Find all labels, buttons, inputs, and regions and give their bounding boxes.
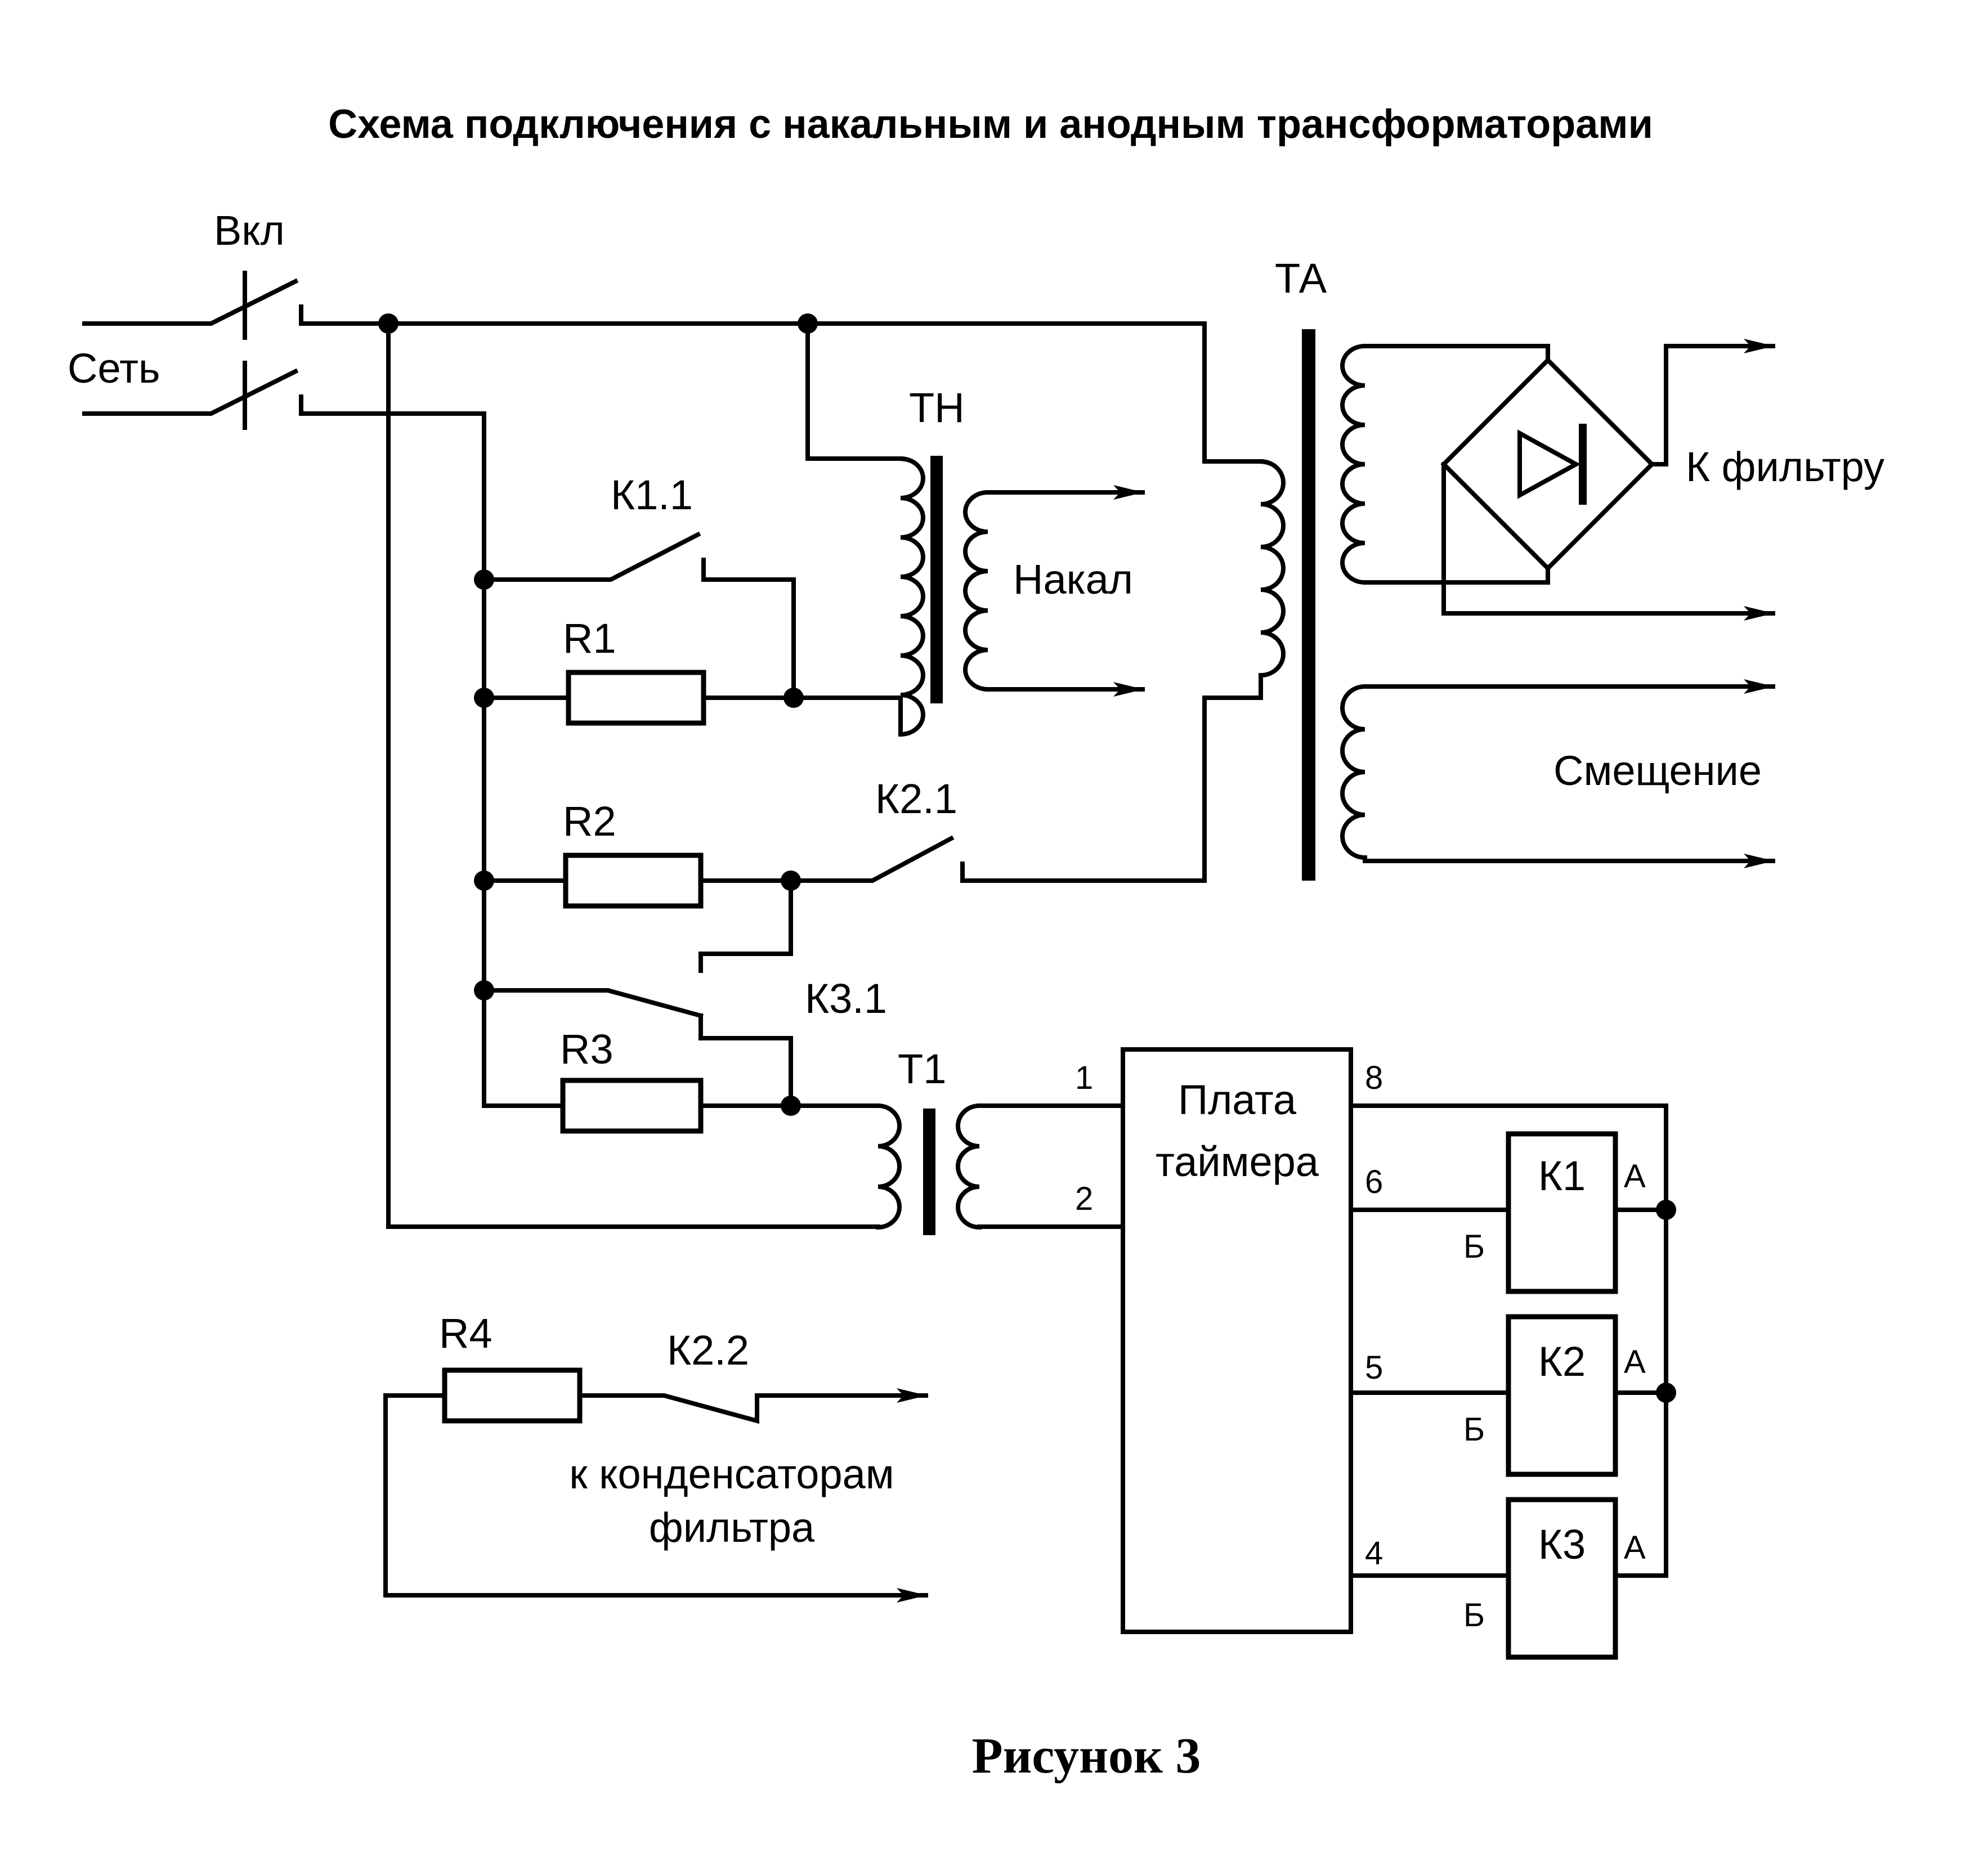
- filament-label: Накал: [1013, 556, 1133, 603]
- ta-feed-wire: [1202, 321, 1263, 464]
- th-label: ТН: [909, 384, 965, 431]
- k3-1-upper-wire: [699, 878, 793, 973]
- th-secondary-coil: [963, 490, 991, 692]
- relay-k2-a-label: А: [1624, 1344, 1646, 1380]
- t1-primary-coil: [875, 1103, 902, 1230]
- ta-hv-top-wire: [1363, 344, 1550, 362]
- relay-k1: [1506, 1131, 1618, 1294]
- ta-hv-bottom-wire: [1363, 566, 1550, 585]
- timer-pin-1: 1: [1075, 1060, 1093, 1096]
- to-capacitors-label-1: к конденсаторам: [569, 1451, 894, 1497]
- resistor-rail: [482, 690, 565, 1108]
- k1-1-contact: [482, 531, 701, 582]
- k2-2-label: К2.2: [667, 1327, 749, 1374]
- r3-label: R3: [560, 1026, 614, 1073]
- k2-1-label: К2.1: [875, 775, 957, 822]
- timer-pin-6: 6: [1365, 1164, 1383, 1200]
- junction-dot: [474, 569, 494, 590]
- junction-dot: [474, 688, 494, 708]
- diode-bridge: [1440, 339, 1775, 621]
- junction-dot: [1656, 1383, 1676, 1403]
- ta-core: [1302, 329, 1315, 881]
- junction-dot: [781, 1096, 801, 1116]
- ta-hv-coil: [1340, 343, 1368, 585]
- resistor-r3: [560, 1078, 704, 1134]
- k2-2-contact: [577, 1388, 928, 1424]
- k2-1-contact: [699, 835, 955, 883]
- r4-label: R4: [439, 1310, 492, 1357]
- discharge-return-wire: [383, 1393, 928, 1603]
- junction-dot: [798, 313, 818, 334]
- relay-common-wire: [1349, 1103, 1668, 1578]
- relay-k1-label: К1: [1538, 1152, 1586, 1199]
- relay-k2-b-label: Б: [1463, 1411, 1485, 1448]
- relay-k1-a-label: А: [1624, 1158, 1646, 1195]
- resistor-r2: [563, 853, 704, 909]
- ta-bias-coil: [1340, 684, 1368, 860]
- ta-primary-coil: [960, 459, 1286, 883]
- relay-k3: [1506, 1497, 1618, 1660]
- diagram-title: Схема подключения с накальным и анодным …: [328, 102, 1653, 147]
- junction-dots: [378, 313, 1676, 1403]
- th-primary-coil: [898, 456, 925, 737]
- junction-dot: [474, 871, 494, 891]
- relay-k3-a-label: А: [1624, 1529, 1646, 1566]
- junction-dot: [781, 871, 801, 891]
- timer-pin-4: 4: [1365, 1535, 1383, 1572]
- timer-board: [1121, 1047, 1353, 1634]
- timer-board-title-1: Плата: [1178, 1076, 1297, 1123]
- relay-k3-b-label: Б: [1463, 1597, 1485, 1634]
- ta-label: ТА: [1275, 255, 1327, 302]
- k1-1-wire: [701, 558, 903, 700]
- th-core: [930, 456, 943, 703]
- th-feed-wire: [805, 321, 903, 461]
- r2-label: R2: [563, 798, 616, 845]
- junction-dot: [378, 313, 399, 334]
- mains-label: Сеть: [68, 345, 160, 392]
- bias-label: Смещение: [1553, 747, 1762, 794]
- timer-pin-8: 8: [1365, 1060, 1383, 1096]
- figure-caption: Рисунок 3: [972, 1728, 1201, 1784]
- r1-label: R1: [563, 615, 616, 662]
- timer-board-title-2: таймера: [1156, 1138, 1319, 1185]
- to-filter-label: К фильтру: [1686, 443, 1884, 490]
- relay-k3-label: К3: [1538, 1521, 1586, 1568]
- relay-k2-label: К2: [1538, 1338, 1586, 1385]
- junction-dot: [1656, 1200, 1676, 1220]
- resistor-r1: [566, 670, 706, 726]
- switch-label: Вкл: [214, 207, 285, 254]
- resistor-r4: [442, 1367, 583, 1424]
- to-capacitors-label-2: фильтра: [649, 1504, 815, 1551]
- return-rail: [386, 321, 880, 1229]
- relay-k2: [1506, 1314, 1618, 1477]
- timer-pin-5: 5: [1365, 1349, 1383, 1386]
- diode-icon: [1517, 429, 1581, 499]
- junction-dot: [474, 980, 494, 1000]
- timer-pin-2: 2: [1075, 1181, 1093, 1217]
- t1-secondary-coil: [956, 1103, 982, 1230]
- t1-core: [923, 1109, 935, 1235]
- mains-switch: [82, 271, 1207, 694]
- k3-1-lower-wire: [699, 1013, 793, 1108]
- k1-1-label: К1.1: [611, 472, 693, 518]
- k3-1-label: К3.1: [805, 975, 887, 1022]
- t1-label: Т1: [898, 1046, 946, 1092]
- k3-1-contact: [482, 988, 704, 1019]
- junction-dot: [783, 688, 804, 708]
- relay-k1-b-label: Б: [1463, 1228, 1485, 1265]
